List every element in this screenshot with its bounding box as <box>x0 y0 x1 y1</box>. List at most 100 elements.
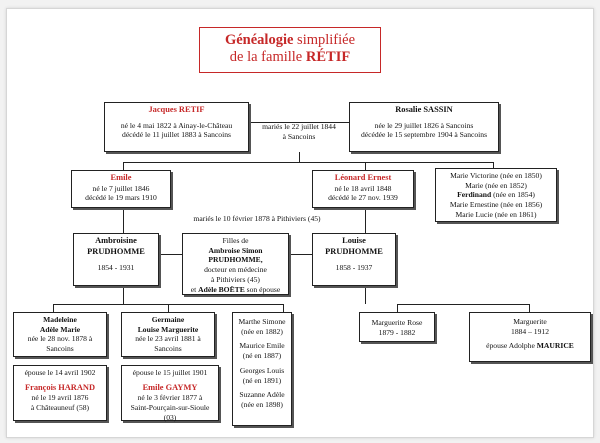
person-name: Rosalie SASSIN <box>395 105 453 114</box>
note-text: et <box>190 284 199 294</box>
connector-line <box>289 254 312 255</box>
death-info: décédé le 11 juillet 1883 à Sancoins <box>122 130 231 140</box>
siblings-list: Marie Victorine (née en 1850) Marie (née… <box>435 168 557 222</box>
chart-title: Généalogie simplifiée de la famille RÉTI… <box>199 27 381 73</box>
spouse-info: épouse Adolphe MAURICE <box>472 341 588 351</box>
person-firstname: Germaine <box>151 315 185 324</box>
child-name: Suzanne Adèle <box>239 390 285 400</box>
connector-line <box>168 304 169 312</box>
person-surname: PRUDHOMME <box>325 246 383 256</box>
child-birth: (né en 1891) <box>242 375 282 385</box>
child-name: Georges Louis <box>239 365 285 375</box>
connector-line <box>397 304 398 312</box>
life-dates: 1879 - 1882 <box>378 327 416 337</box>
birth-info: né le 7 juillet 1846 <box>92 183 150 193</box>
spouse-emile-gaymy: épouse le 15 juillet 1901 Emile GAYMY né… <box>121 365 219 422</box>
birth-place: Sancoins <box>46 344 74 354</box>
person-rosalie-sassin: Rosalie SASSIN née le 29 juillet 1826 à … <box>349 102 499 152</box>
note-text: son épouse <box>244 284 281 294</box>
person-madeleine: Madeleine Adèle Marie née le 28 nov. 187… <box>13 312 107 357</box>
death-info: décédé le 19 mars 1910 <box>85 193 157 203</box>
other-children-list: Marthe Simone (née en 1882) Maurice Emil… <box>232 312 292 426</box>
connector-line <box>123 162 124 170</box>
person-name: François HARAND <box>24 382 96 392</box>
genealogy-chart: Généalogie simplifiée de la famille RÉTI… <box>6 8 594 438</box>
sibling-entry: Ferdinand (née en 1854) <box>438 190 554 200</box>
person-surname: PRUDHOMME <box>87 246 145 256</box>
life-dates: 1854 - 1931 <box>97 262 135 272</box>
note-name-bold: Adèle BOËTE <box>198 284 245 294</box>
person-firstname: Louise <box>342 236 366 245</box>
person-name: Marguerite Rose <box>371 318 423 327</box>
life-dates: 1858 - 1937 <box>335 262 373 272</box>
death-info: décédé le 27 nov. 1939 <box>328 193 398 203</box>
child-birth: (né en 1887) <box>242 351 282 361</box>
birth-place: Saint-Pourçain-sur-Sioule (03) <box>130 403 210 422</box>
connector-line <box>283 304 284 312</box>
connector-line <box>159 254 182 255</box>
connector-line <box>53 304 54 312</box>
birth-place: Sancoins <box>154 344 182 354</box>
person-name: Jacques RETIF <box>148 105 205 114</box>
person-name: Léonard Ernest <box>334 173 392 182</box>
connector-line <box>249 122 349 123</box>
death-info: décédée le 15 septembre 1904 à Sancoins <box>360 130 488 140</box>
note-line: PRUDHOMME, <box>208 255 263 265</box>
birth-info: né le 4 mai 1822 à Ainay-le-Château <box>120 120 233 130</box>
person-marguerite: Marguerite 1884 – 1912 épouse Adolphe MA… <box>469 312 591 362</box>
note-line: Filles de <box>222 236 249 245</box>
title-bold: Généalogie <box>224 32 294 48</box>
marriage-note-1878: mariés le 10 février 1878 à Pithiviers (… <box>193 214 321 223</box>
person-germaine: Germaine Louise Marguerite née le 23 avr… <box>121 312 215 357</box>
person-jacques-retif: Jacques RETIF né le 4 mai 1822 à Ainay-l… <box>104 102 249 152</box>
person-name: Emile <box>110 173 132 182</box>
note-line: Ambroise Simon <box>208 245 263 255</box>
sibling-entry: Marie Ernestine (née en 1856) <box>449 200 543 210</box>
child-birth: (née en 1898) <box>241 400 283 410</box>
person-firstname: Madeleine <box>43 315 77 324</box>
birth-place: à Châteauneuf (58) <box>30 403 90 413</box>
person-louise-prudhomme: Louise PRUDHOMME 1858 - 1937 <box>312 233 396 286</box>
person-name: Emile GAYMY <box>142 382 198 392</box>
birth-info: née le 28 nov. 1878 à <box>27 334 93 344</box>
marriage-place: à Sancoins <box>282 131 316 141</box>
connector-line <box>123 286 124 304</box>
birth-info: née le 23 avril 1881 à <box>135 334 201 344</box>
title-family-name: RÉTIF <box>305 48 351 65</box>
person-name: Marguerite <box>513 317 547 326</box>
title-line2: de la famille <box>229 48 306 65</box>
birth-info: né le 3 février 1877 à <box>137 393 203 403</box>
connector-line <box>493 162 494 168</box>
sibling-entry: Marie (née en 1852) <box>465 180 527 190</box>
spouse-surname: MAURICE <box>536 341 574 351</box>
connector-line <box>365 162 366 170</box>
child-name: Maurice Emile <box>239 341 285 351</box>
connector-line <box>299 152 300 162</box>
marriage-note-1844: mariés le 22 juillet 1844 à Sancoins <box>251 122 347 141</box>
spouse-francois-harand: épouse le 14 avril 1902 François HARAND … <box>13 365 107 421</box>
person-middlename: Louise Marguerite <box>137 324 199 334</box>
person-firstname: Ambroisine <box>95 236 137 245</box>
note-line: et Adèle BOËTE son épouse <box>185 285 286 295</box>
birth-info: né le 18 avril 1848 <box>334 183 392 193</box>
sibling-detail: (née en 1854) <box>491 190 535 200</box>
marriage-info: épouse le 14 avril 1902 <box>24 368 96 377</box>
sibling-name-bold: Ferdinand <box>457 190 492 200</box>
connector-line <box>529 304 530 312</box>
person-ambroisine-prudhomme: Ambroisine PRUDHOMME 1854 - 1931 <box>73 233 159 286</box>
connector-line <box>365 286 366 304</box>
note-line: à Pithiviers (45) <box>211 274 260 284</box>
sibling-entry: Marie Lucie (née en 1861) <box>455 209 537 219</box>
person-emile: Emile né le 7 juillet 1846 décédé le 19 … <box>71 170 171 208</box>
person-marguerite-rose: Marguerite Rose 1879 - 1882 <box>359 312 435 342</box>
parents-prudhomme-note: Filles de Ambroise Simon PRUDHOMME, doct… <box>182 233 289 295</box>
birth-info: née le 29 juillet 1826 à Sancoins <box>374 120 474 130</box>
connector-line <box>397 304 529 305</box>
connector-line <box>123 162 493 163</box>
person-leonard-ernest: Léonard Ernest né le 18 avril 1848 décéd… <box>312 170 414 208</box>
marriage-info: épouse le 15 juillet 1901 <box>132 368 208 377</box>
birth-info: né le 19 avril 1876 <box>31 393 89 403</box>
child-name: Marthe Simone <box>238 317 286 326</box>
life-dates: 1884 – 1912 <box>511 326 549 336</box>
